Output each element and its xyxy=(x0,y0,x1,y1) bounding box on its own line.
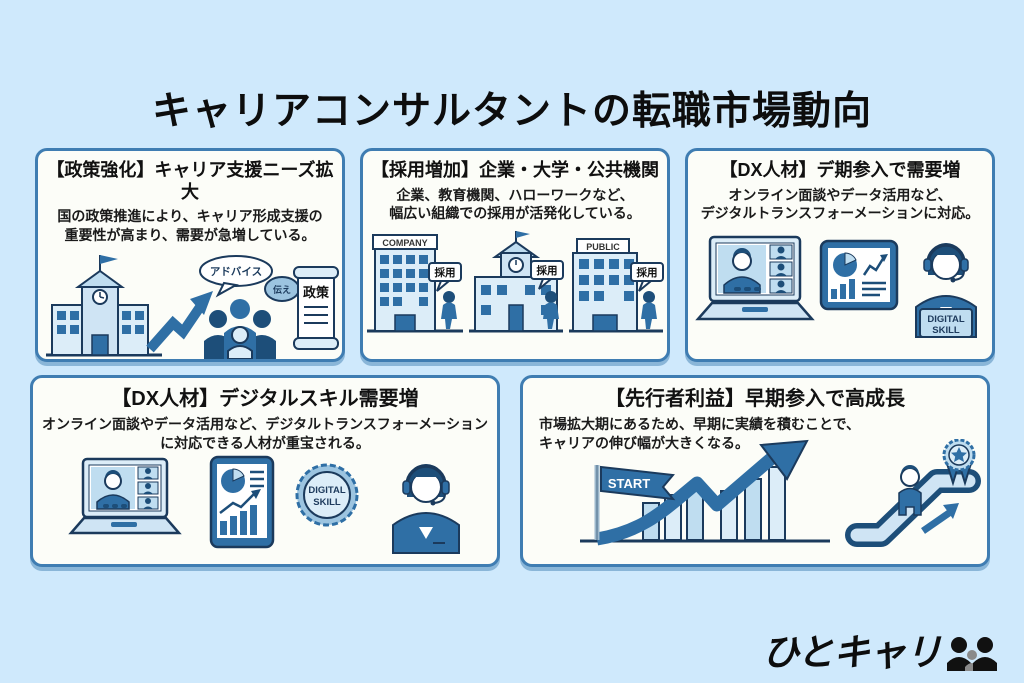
card-dx-skill-heading: 【DX人材】デジタルスキル需要増 xyxy=(111,388,419,410)
digital-skill-badge-icon: DIGITAL SKILL xyxy=(295,463,359,527)
card-policy-body: 国の政策推進により、キャリア形成支援の 重要性が高まり、需要が急増している。 xyxy=(57,208,323,244)
svg-text:COMPANY: COMPANY xyxy=(382,238,427,248)
card-policy-heading: 【政策強化】キャリア支援ニーズ拡大 xyxy=(46,160,334,202)
card-dx-skill: 【DX人材】デジタルスキル需要増 オンライン面談やデータ活用など、デジタルトラン… xyxy=(30,375,500,567)
policy-illustration: アドバイス 伝え 政策 xyxy=(46,254,339,359)
svg-text:採用: 採用 xyxy=(637,266,658,279)
dx-skill-illustration: DIGITAL SKILL xyxy=(68,455,460,554)
card-dx-skill-body: オンライン面談やデータ活用など、デジタルトランスフォーメーション に対応できる人… xyxy=(42,416,488,451)
analytics-tablet-icon xyxy=(819,240,899,311)
svg-text:PUBLIC: PUBLIC xyxy=(586,242,620,252)
support-agent-icon: DIGITAL SKILL xyxy=(915,243,977,339)
site-logo-text: ひとキャリ xyxy=(762,632,942,673)
award-ribbon-icon xyxy=(942,438,976,487)
card-hiring-heading: 【採用増加】企業・大学・公共機関 xyxy=(371,160,659,180)
growth-arrow-icon xyxy=(146,290,213,353)
card-dx-demand-heading: 【DX人材】デ期参入で需要増 xyxy=(719,160,961,180)
hiring-illustration: COMPANY 採用 xyxy=(367,231,664,333)
card-first-mover-heading: 【先行者利益】早期参入で高成長 xyxy=(605,388,905,410)
page-title: キャリアコンサルタントの転職市場動向 xyxy=(151,90,872,133)
dx-illustration: DIGITAL SKILL xyxy=(695,236,977,339)
people-group-icon xyxy=(204,298,276,359)
analytics-tablet-icon xyxy=(209,455,275,549)
speech-bubble-advice-icon: アドバイス xyxy=(199,254,273,298)
card-hiring: 【採用増加】企業・大学・公共機関 企業、教育機関、ハローワークなど、 幅広い組織… xyxy=(360,148,670,362)
svg-text:政策: 政策 xyxy=(303,285,330,300)
video-call-laptop-icon xyxy=(695,236,815,321)
card-first-mover: 【先行者利益】早期参入で高成長 市場拡大期にあるため、早期に実績を積むことで、 … xyxy=(520,375,990,567)
start-flag-growth-icon: START xyxy=(580,439,830,546)
first-mover-illustration: START xyxy=(580,438,981,547)
government-building-icon xyxy=(46,254,162,357)
card-dx-demand-body: オンライン面談やデータ活用など、 デジタルトランスフォーメーションに対応。 xyxy=(700,186,980,222)
support-agent-icon xyxy=(392,463,460,554)
svg-text:DIGITAL: DIGITAL xyxy=(927,314,964,325)
card-dx-demand: 【DX人材】デ期参入で需要増 オンライン面談やデータ活用など、 デジタルトランス… xyxy=(685,148,995,362)
card-first-mover-body: 市場拡大期にあるため、早期に実績を積むことで、 キャリアの伸び幅が大きくなる。 xyxy=(539,416,861,451)
svg-text:SKILL: SKILL xyxy=(932,325,960,336)
svg-text:採用: 採用 xyxy=(537,264,558,277)
svg-text:SKILL: SKILL xyxy=(313,497,341,508)
card-hiring-body: 企業、教育機関、ハローワークなど、 幅広い組織での採用が活発化している。 xyxy=(389,186,641,222)
svg-text:採用: 採用 xyxy=(435,266,456,279)
svg-text:伝え: 伝え xyxy=(273,284,291,295)
public-building-icon: PUBLIC 採用 xyxy=(569,238,664,333)
card-policy: 【政策強化】キャリア支援ニーズ拡大 国の政策推進により、キャリア形成支援の 重要… xyxy=(35,148,345,362)
company-building-icon: COMPANY 採用 xyxy=(367,234,463,333)
people-logo-icon xyxy=(947,637,997,671)
site-logo: ひとキャリ xyxy=(762,634,998,671)
video-call-laptop-icon xyxy=(68,457,182,535)
svg-text:START: START xyxy=(608,476,650,491)
svg-text:DIGITAL: DIGITAL xyxy=(308,485,345,496)
policy-scroll-icon: 政策 xyxy=(293,265,339,350)
speech-bubble-tsutae-icon: 伝え xyxy=(264,275,300,302)
svg-text:アドバイス: アドバイス xyxy=(210,266,262,278)
school-building-icon: 採用 xyxy=(469,231,564,333)
